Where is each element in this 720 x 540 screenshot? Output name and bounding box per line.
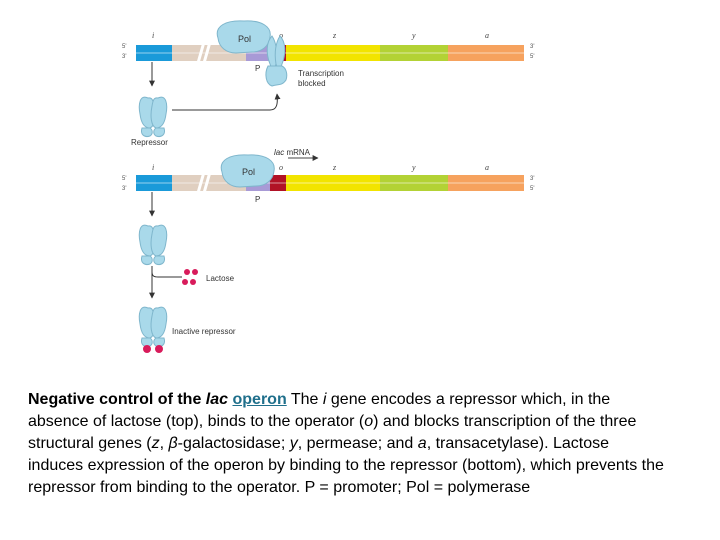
- strand-right-top-2: 3': [530, 176, 534, 182]
- repressor-label: Repressor: [131, 138, 168, 147]
- top-panel: i o z y a 5' 3' 3' 5' Pol P: [122, 20, 534, 147]
- gene-label-i-2: i: [152, 163, 154, 172]
- inactive-repressor: [138, 306, 168, 353]
- lactose-molecules: [182, 269, 198, 285]
- strand-right-top: 3': [530, 44, 534, 50]
- repressor-protein-2: [138, 224, 168, 265]
- dna-strand-top: [136, 41, 524, 64]
- gene-label-a-2: a: [485, 163, 489, 172]
- repressor-protein: [138, 96, 168, 137]
- promoter-label-bottom: P: [255, 195, 260, 204]
- gene-label-y-2: y: [411, 163, 416, 172]
- bottom-panel: lac mRNA i o z y a 5' 3' 3' 5' Pol: [122, 148, 534, 353]
- lactose-label: Lactose: [206, 274, 235, 283]
- gene-label-o: o: [279, 31, 283, 40]
- polymerase-top: Pol: [216, 20, 271, 54]
- lactose-connector: [151, 266, 182, 278]
- blocked-label-line2: blocked: [298, 79, 326, 88]
- strand-right-bottom-2: 5': [530, 186, 534, 192]
- dna-strand-bottom: [136, 171, 524, 194]
- binding-arrow: [172, 93, 281, 111]
- gene-label-y: y: [411, 31, 416, 40]
- blocked-label-line1: Transcription: [298, 69, 344, 78]
- operon-link[interactable]: operon: [232, 391, 287, 408]
- inactive-repressor-label: Inactive repressor: [172, 327, 236, 336]
- gene-label-z: z: [332, 31, 337, 40]
- strand-left-top-2: 5': [122, 176, 126, 182]
- gene-label-a: a: [485, 31, 489, 40]
- promoter-label-top: P: [255, 64, 260, 73]
- gene-label-o-2: o: [279, 163, 283, 172]
- mrna-label: lac mRNA: [274, 148, 311, 157]
- caption-title-lac: lac: [205, 391, 229, 408]
- pol-label-bottom: Pol: [242, 167, 255, 177]
- gene-label-i: i: [152, 31, 154, 40]
- bound-repressor: [265, 35, 288, 87]
- strand-left-top: 5': [122, 44, 126, 50]
- strand-left-bottom-2: 3': [122, 186, 126, 192]
- polymerase-bottom: Pol: [220, 154, 275, 188]
- strand-left-bottom: 3': [122, 54, 126, 60]
- lac-operon-diagram: i o z y a 5' 3' 3' 5' Pol P: [122, 20, 534, 353]
- gene-label-z-2: z: [332, 163, 337, 172]
- figure-caption: Negative control of the lac operon The i…: [28, 391, 664, 496]
- strand-right-bottom: 5': [530, 54, 534, 60]
- pol-label-top: Pol: [238, 34, 251, 44]
- caption-title-start: Negative control of the: [28, 391, 206, 408]
